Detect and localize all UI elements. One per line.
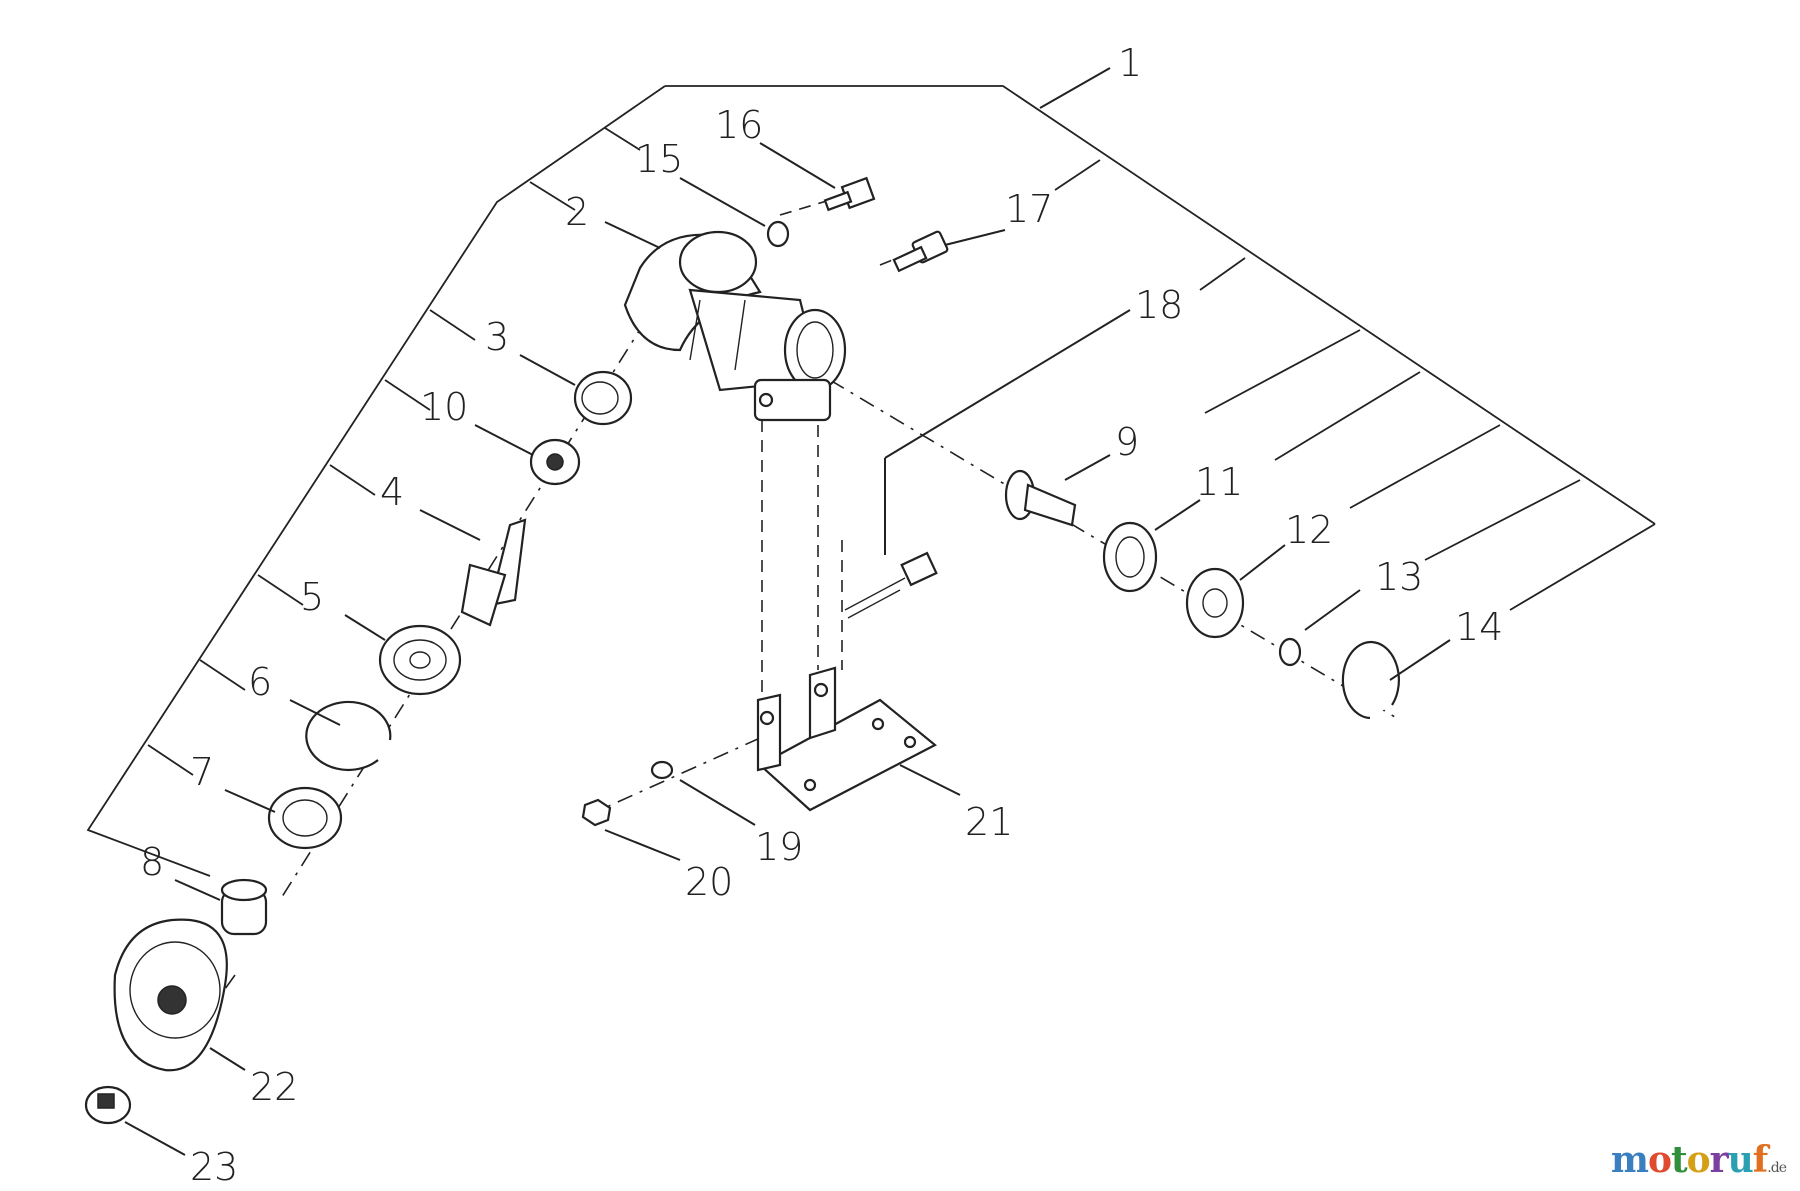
callout-9: 9 bbox=[1115, 420, 1139, 464]
part-12-bearing bbox=[1185, 567, 1245, 639]
callout-12: 12 bbox=[1285, 508, 1333, 552]
callout-numbers: 1 2 3 4 5 6 7 8 9 10 11 12 13 14 15 16 1… bbox=[140, 41, 1503, 1189]
part-20-nut bbox=[581, 798, 612, 827]
callout-6: 6 bbox=[248, 660, 272, 704]
part-5-bearing bbox=[378, 624, 462, 696]
part-16-bolt bbox=[823, 176, 876, 212]
part-9-pinion bbox=[1004, 469, 1077, 527]
watermark-text: motoruf bbox=[1610, 1139, 1768, 1181]
part-19-washer bbox=[650, 760, 674, 780]
watermark-logo: motoruf.de bbox=[1610, 1139, 1787, 1181]
callout-7: 7 bbox=[190, 750, 214, 794]
watermark-letter: u bbox=[1727, 1139, 1754, 1181]
callout-23: 23 bbox=[190, 1145, 238, 1189]
part-17-screw bbox=[892, 230, 949, 273]
part-22-cup bbox=[113, 918, 228, 1072]
part-13-ring bbox=[1278, 637, 1302, 667]
watermark-letter: r bbox=[1709, 1139, 1729, 1181]
leader-lines bbox=[124, 142, 1451, 1156]
part-21-bracket bbox=[756, 666, 937, 812]
callout-17: 17 bbox=[1005, 187, 1053, 231]
part-2-gear-case bbox=[623, 230, 847, 422]
callout-15: 15 bbox=[635, 137, 683, 181]
watermark-letter: o bbox=[1686, 1139, 1711, 1181]
callout-1: 1 bbox=[1118, 41, 1142, 85]
part-8-bushing bbox=[220, 878, 268, 936]
callout-4: 4 bbox=[380, 470, 404, 514]
watermark-suffix: .de bbox=[1767, 1160, 1787, 1176]
assembly-frame-lines bbox=[86, 67, 1656, 877]
callout-16: 16 bbox=[715, 103, 763, 147]
callout-5: 5 bbox=[300, 575, 324, 619]
callout-2: 2 bbox=[565, 190, 589, 234]
callout-8: 8 bbox=[140, 840, 164, 884]
part-14-circlip bbox=[1341, 640, 1400, 720]
callout-10: 10 bbox=[420, 385, 468, 429]
part-10-gear bbox=[529, 438, 581, 486]
part-6-snap-ring bbox=[305, 700, 392, 772]
part-3-bearing bbox=[573, 370, 633, 426]
part-7-seal bbox=[267, 786, 343, 850]
part-15-washer bbox=[766, 220, 790, 248]
part-23-nut bbox=[84, 1085, 132, 1125]
callout-11: 11 bbox=[1195, 460, 1243, 504]
watermark-letter: t bbox=[1670, 1139, 1688, 1181]
callout-14: 14 bbox=[1455, 605, 1503, 649]
part-18-bolt bbox=[844, 551, 938, 619]
part-4-shaft bbox=[460, 518, 527, 627]
watermark-letter: o bbox=[1647, 1139, 1672, 1181]
callout-19: 19 bbox=[755, 825, 803, 869]
callout-21: 21 bbox=[965, 800, 1013, 844]
parts bbox=[84, 176, 1400, 1125]
callout-22: 22 bbox=[250, 1065, 298, 1109]
watermark-letter: f bbox=[1752, 1139, 1768, 1181]
callout-18: 18 bbox=[1135, 283, 1183, 327]
callout-13: 13 bbox=[1375, 555, 1423, 599]
part-11-bearing bbox=[1102, 521, 1158, 593]
callout-20: 20 bbox=[685, 860, 733, 904]
watermark-letter: m bbox=[1610, 1139, 1649, 1181]
callout-3: 3 bbox=[485, 315, 509, 359]
